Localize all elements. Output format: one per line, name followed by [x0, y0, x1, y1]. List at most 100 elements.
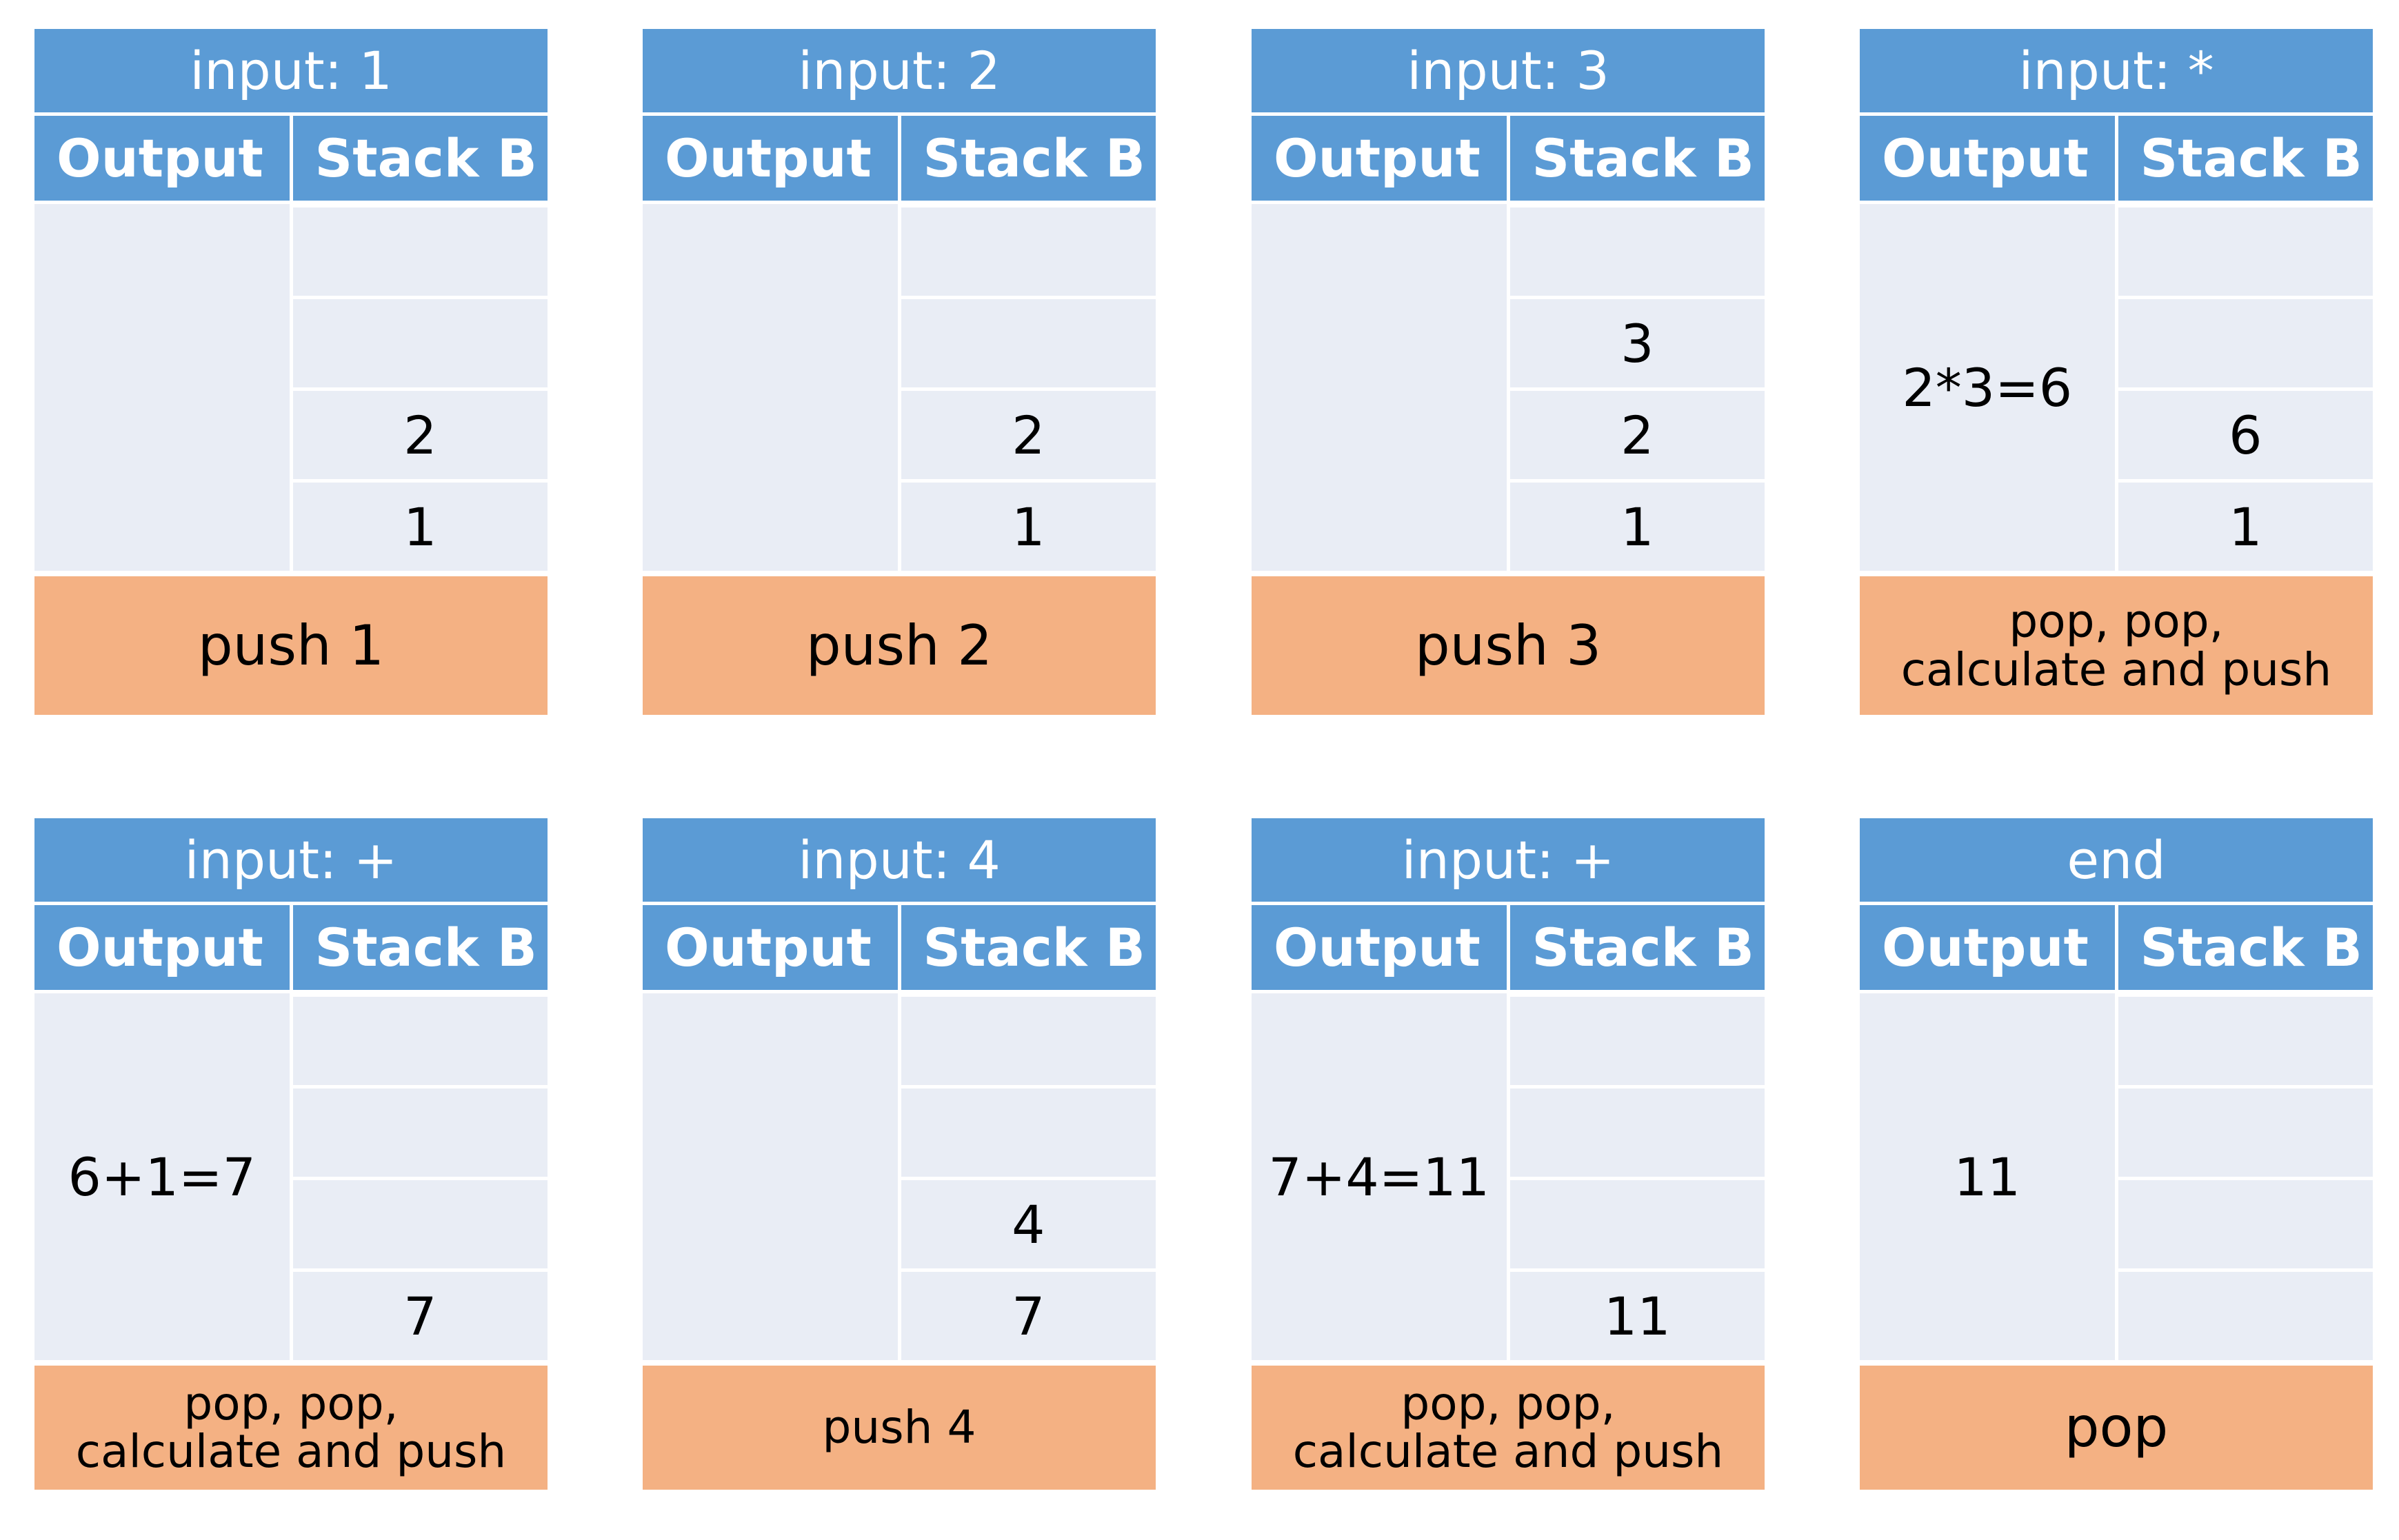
- stack-header: Stack B: [2118, 905, 2373, 990]
- stack-header: Stack B: [2118, 116, 2373, 201]
- stack-header: Stack B: [901, 116, 1156, 201]
- stack-slot: 1: [901, 483, 1156, 571]
- input-label: input: 2: [643, 29, 1156, 116]
- action-label: pop, pop, calculate and push: [34, 1366, 548, 1490]
- stack-header: Stack B: [292, 116, 548, 201]
- stack-slot: [901, 993, 1156, 1088]
- step-panel: input: + Output Stack B 7+4=11 11 pop, p…: [1252, 818, 1765, 1490]
- stack-slot: [2118, 299, 2373, 391]
- input-label: input: +: [1252, 818, 1765, 905]
- input-label: input: *: [1860, 29, 2373, 116]
- output-cell: [643, 993, 901, 1360]
- input-label: input: 4: [643, 818, 1156, 905]
- stack-slot: 2: [1509, 391, 1765, 483]
- step-panel: input: * Output Stack B 2*3=6 6 1 pop, p…: [1860, 29, 2373, 715]
- stack-slot: [2118, 1180, 2373, 1272]
- stack-slot: [292, 1180, 548, 1272]
- output-header: Output: [643, 116, 901, 201]
- stack-slot: [2118, 1088, 2373, 1180]
- output-header: Output: [1860, 905, 2118, 990]
- input-label: end: [1860, 818, 2373, 905]
- output-header: Output: [643, 905, 901, 990]
- column-header-row: Output Stack B: [1860, 116, 2373, 204]
- step-panel: input: 4 Output Stack B 4 7 push 4: [643, 818, 1156, 1490]
- column-header-row: Output Stack B: [1252, 116, 1765, 204]
- stack-slot: 1: [292, 483, 548, 571]
- stack-slot: 3: [1509, 299, 1765, 391]
- stack-slot: [901, 1088, 1156, 1180]
- action-label: push 3: [1252, 576, 1765, 715]
- output-header: Output: [1252, 905, 1510, 990]
- step-panel: input: 3 Output Stack B 3 2 1 push 3: [1252, 29, 1765, 715]
- stack-slot: 2: [292, 391, 548, 483]
- stack-header: Stack B: [901, 905, 1156, 990]
- panel-body: 4 7: [643, 993, 1156, 1360]
- panel-body: 3 2 1: [1252, 204, 1765, 571]
- panel-body: 2 1: [34, 204, 548, 571]
- step-panel: input: + Output Stack B 6+1=7 7 pop, pop…: [34, 818, 548, 1490]
- column-header-row: Output Stack B: [34, 905, 548, 993]
- column-header-row: Output Stack B: [1860, 905, 2373, 993]
- panel-body: 2*3=6 6 1: [1860, 204, 2373, 571]
- stack-slot: 6: [2118, 391, 2373, 483]
- stack-slot: [292, 993, 548, 1088]
- stack-column: 4 7: [901, 993, 1156, 1360]
- panel-body: 2 1: [643, 204, 1156, 571]
- action-label: pop: [1860, 1366, 2373, 1490]
- stack-column: 7: [292, 993, 548, 1360]
- stack-slot: 4: [901, 1180, 1156, 1272]
- output-header: Output: [1252, 116, 1510, 201]
- stack-slot: 11: [1509, 1272, 1765, 1360]
- step-panel: end Output Stack B 11 pop: [1860, 818, 2373, 1490]
- stack-slot: 7: [292, 1272, 548, 1360]
- output-header: Output: [34, 905, 293, 990]
- stack-header: Stack B: [292, 905, 548, 990]
- stack-slot: [1509, 1180, 1765, 1272]
- stack-header: Stack B: [1509, 116, 1765, 201]
- stack-column: 11: [1509, 993, 1765, 1360]
- stack-column: [2118, 993, 2373, 1360]
- stack-slot: [901, 299, 1156, 391]
- panel-body: 6+1=7 7: [34, 993, 548, 1360]
- stack-column: 6 1: [2118, 204, 2373, 571]
- step-panel: input: 1 Output Stack B 2 1 push 1: [34, 29, 548, 715]
- panel-body: 11: [1860, 993, 2373, 1360]
- step-panel: input: 2 Output Stack B 2 1 push 2: [643, 29, 1156, 715]
- action-label: pop, pop, calculate and push: [1252, 1366, 1765, 1490]
- input-label: input: +: [34, 818, 548, 905]
- output-cell: [34, 204, 293, 571]
- column-header-row: Output Stack B: [643, 905, 1156, 993]
- output-cell: [643, 204, 901, 571]
- stack-slot: 1: [1509, 483, 1765, 571]
- stack-slot: [292, 204, 548, 299]
- output-cell: [1252, 204, 1510, 571]
- stack-slot: [2118, 1272, 2373, 1360]
- column-header-row: Output Stack B: [1252, 905, 1765, 993]
- stack-slot: [1509, 1088, 1765, 1180]
- panel-body: 7+4=11 11: [1252, 993, 1765, 1360]
- output-cell: 11: [1860, 993, 2118, 1360]
- action-label: push 1: [34, 576, 548, 715]
- action-label: pop, pop, calculate and push: [1860, 576, 2373, 715]
- input-label: input: 3: [1252, 29, 1765, 116]
- stack-slot: [292, 1088, 548, 1180]
- stack-slot: 7: [901, 1272, 1156, 1360]
- stack-slot: [1509, 993, 1765, 1088]
- stack-column: 2 1: [901, 204, 1156, 571]
- output-cell: 6+1=7: [34, 993, 293, 1360]
- stack-slot: 2: [901, 391, 1156, 483]
- stack-column: 2 1: [292, 204, 548, 571]
- column-header-row: Output Stack B: [34, 116, 548, 204]
- stack-slot: [2118, 204, 2373, 299]
- output-cell: 7+4=11: [1252, 993, 1510, 1360]
- action-label: push 2: [643, 576, 1156, 715]
- stack-column: 3 2 1: [1509, 204, 1765, 571]
- stack-slot: [2118, 993, 2373, 1088]
- column-header-row: Output Stack B: [643, 116, 1156, 204]
- output-header: Output: [1860, 116, 2118, 201]
- stack-slot: 1: [2118, 483, 2373, 571]
- stack-header: Stack B: [1509, 905, 1765, 990]
- stack-slot: [901, 204, 1156, 299]
- stack-slot: [292, 299, 548, 391]
